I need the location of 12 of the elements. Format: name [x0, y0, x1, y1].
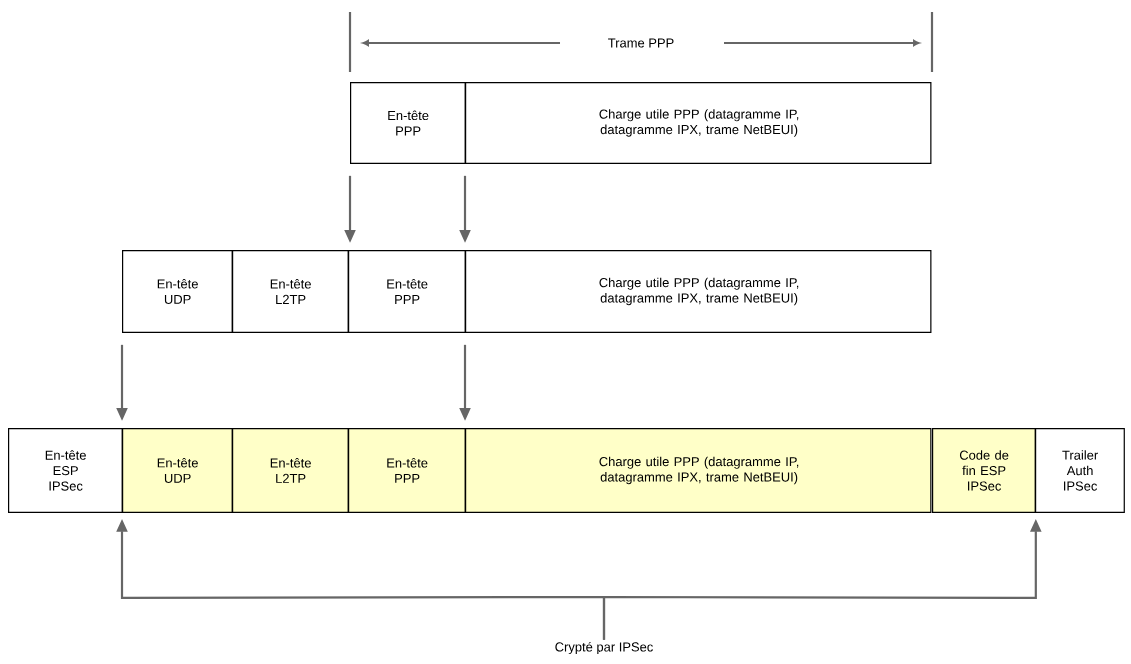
header-cell: En-tête PPP	[348, 250, 466, 333]
header-cell: Trailer Auth IPSec	[1035, 428, 1125, 513]
dimension-label: Trame PPP	[608, 38, 674, 48]
header-cell: En-tête L2TP	[232, 250, 349, 333]
header-cell: En-tête L2TP	[232, 428, 349, 513]
header-cell: Code de fin ESP IPSec	[932, 428, 1036, 513]
header-cell: En-tête UDP	[122, 250, 233, 333]
header-cell: En-tête PPP	[348, 428, 466, 513]
header-cell: En-tête PPP	[350, 82, 466, 164]
header-cell: En-tête UDP	[122, 428, 233, 513]
caption-text: Crypté par IPSec	[555, 641, 653, 655]
header-cell: En-tête ESP IPSec	[8, 428, 123, 513]
